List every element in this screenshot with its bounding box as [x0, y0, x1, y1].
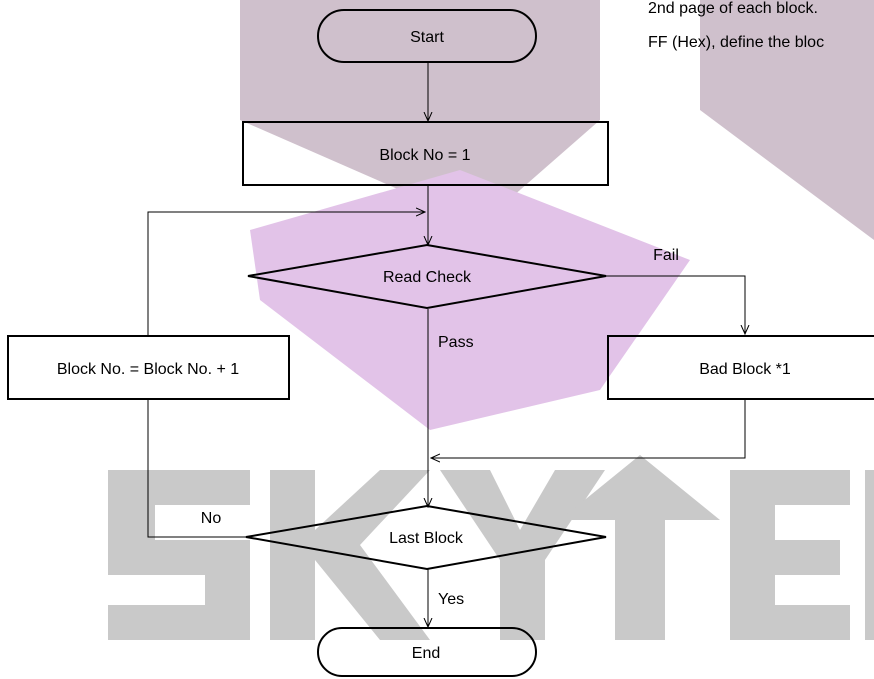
watermark-letter-t [560, 455, 720, 640]
last-block-diamond [245, 504, 607, 571]
node-init: Block No = 1 [242, 121, 609, 186]
edge-lastblock-no [147, 399, 246, 538]
init-label: Block No = 1 [379, 147, 470, 164]
increment-label: Block No. = Block No. + 1 [57, 361, 239, 378]
node-last-block: Last Block [245, 504, 607, 571]
node-end: End [317, 627, 537, 677]
node-start: Start [317, 9, 537, 63]
watermark-letter-c [865, 470, 874, 640]
watermark-letter-e [730, 470, 850, 640]
start-terminator [317, 9, 537, 63]
watermark-letter-s [108, 470, 250, 640]
start-label: Start [410, 29, 444, 46]
node-read-check: Read Check [247, 243, 607, 310]
edges [147, 62, 746, 627]
bad-block-box [607, 335, 874, 400]
watermark-right-block [700, 0, 874, 240]
edge-badblock-return [431, 400, 746, 458]
watermark-letter-y [440, 470, 605, 640]
watermark-logo [108, 0, 874, 640]
bad-block-label: Bad Block *1 [699, 361, 791, 378]
read-check-diamond [247, 243, 607, 310]
edge-label-pass: Pass [438, 334, 474, 351]
edge-label-fail: Fail [653, 247, 679, 264]
watermark-upper-block [240, 0, 600, 225]
note-line-2: FF (Hex), define the bloc [648, 34, 824, 51]
edge-increment-loop [147, 212, 425, 335]
init-box [242, 121, 609, 186]
edge-label-yes: Yes [438, 591, 464, 608]
edge-label-no: No [201, 510, 222, 527]
node-increment: Block No. = Block No. + 1 [7, 335, 290, 400]
end-terminator [317, 627, 537, 677]
edge-readcheck-fail [606, 275, 745, 334]
watermark-letters [108, 455, 874, 640]
increment-box [7, 335, 290, 400]
end-label: End [412, 645, 440, 662]
note-line-1: 2nd page of each block. [648, 0, 818, 17]
last-block-label: Last Block [389, 530, 464, 547]
node-bad-block: Bad Block *1 [607, 335, 874, 400]
read-check-label: Read Check [383, 269, 472, 286]
